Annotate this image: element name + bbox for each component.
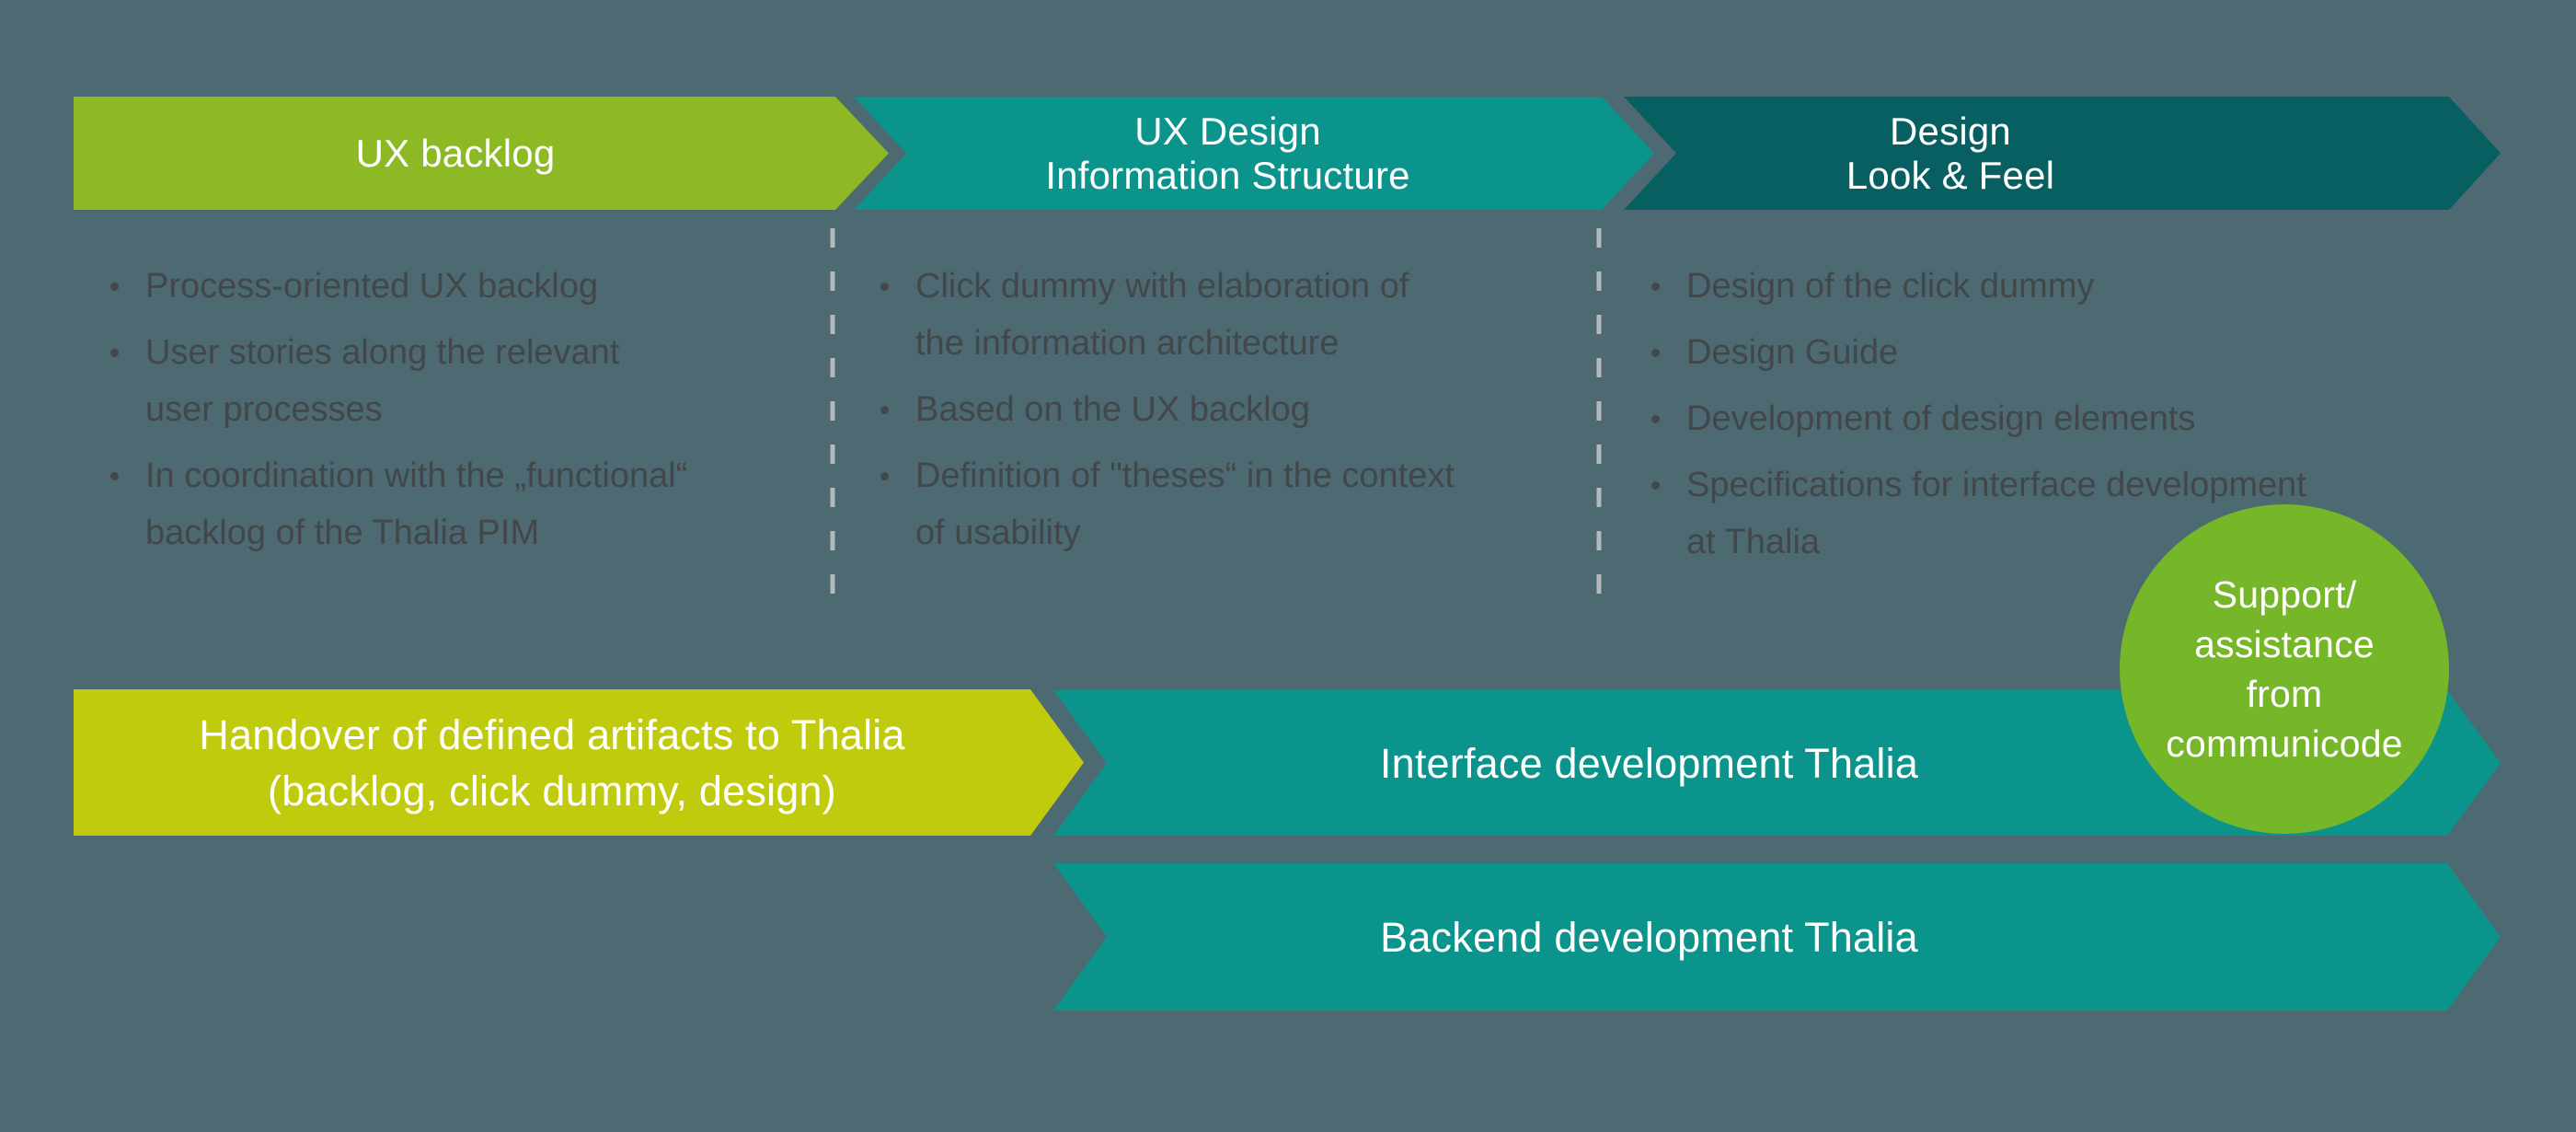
bullet-text: Development of design elements <box>1686 399 2196 438</box>
phase-title-ux-design-information-structure: UX Design Information Structure <box>1045 109 1410 197</box>
bullet-icon <box>1650 258 1686 315</box>
bullet-icon <box>109 324 145 381</box>
bullet-icon <box>1650 324 1686 381</box>
bullet-text: Based on the UX backlog <box>915 390 1310 429</box>
phase-title-ux-backlog: UX backlog <box>355 131 556 175</box>
bullet-text: Click dummy with elaboration of the info… <box>915 267 1409 363</box>
bullet-item: User stories along the relevant user pro… <box>109 324 845 438</box>
bullet-item: Definition of "theses“ in the context of… <box>879 447 1605 561</box>
bullet-item: Click dummy with elaboration of the info… <box>879 258 1605 372</box>
bullet-text: Process-oriented UX backlog <box>145 267 599 306</box>
bullet-icon <box>879 381 915 438</box>
bullet-item: In coordination with the „functional“ ba… <box>109 447 845 561</box>
bullet-text: Design of the click dummy <box>1686 267 2095 306</box>
track-title-backend-development: Backend development Thalia <box>1380 913 1918 961</box>
support-badge-circle <box>2120 504 2449 834</box>
track-title-handover: Handover of defined artifacts to Thalia … <box>199 710 905 814</box>
bullet-icon <box>1650 456 1686 514</box>
track-arrow-backend-development <box>1053 863 2501 1011</box>
bullet-icon <box>1650 390 1686 447</box>
bullet-text: In coordination with the „functional“ ba… <box>145 456 688 552</box>
bullet-icon <box>879 258 915 315</box>
bullet-icon <box>109 447 145 504</box>
bullet-list-information-structure: Click dummy with elaboration of the info… <box>879 258 1605 571</box>
bullet-item: Based on the UX backlog <box>879 381 1605 438</box>
bullet-item: Development of design elements <box>1650 390 2496 447</box>
phase-arrow-ux-design-information-structure <box>826 85 1671 222</box>
bullet-icon <box>109 258 145 315</box>
bullet-item: Process-oriented UX backlog <box>109 258 845 315</box>
support-badge-text: Support/ assistance from communicode <box>2166 573 2403 765</box>
bullet-text: Specifications for interface development… <box>1686 466 2306 561</box>
track-title-interface-development: Interface development Thalia <box>1379 739 1919 787</box>
bullet-text: Design Guide <box>1686 333 1899 372</box>
bullet-text: User stories along the relevant user pro… <box>145 333 620 429</box>
bullet-icon <box>879 447 915 504</box>
bullet-text: Definition of "theses“ in the context of… <box>915 456 1455 552</box>
bullet-item: Specifications for interface development… <box>1650 456 2496 571</box>
track-arrow-handover <box>62 677 1099 848</box>
bullet-item: Design of the click dummy <box>1650 258 2496 315</box>
phase-title-design-look-feel: Design Look & Feel <box>1846 109 2055 197</box>
phase-arrow-design-look-feel <box>1624 97 2501 210</box>
phase-arrow-ux-backlog <box>62 85 905 222</box>
bullet-item: Design Guide <box>1650 324 2496 381</box>
